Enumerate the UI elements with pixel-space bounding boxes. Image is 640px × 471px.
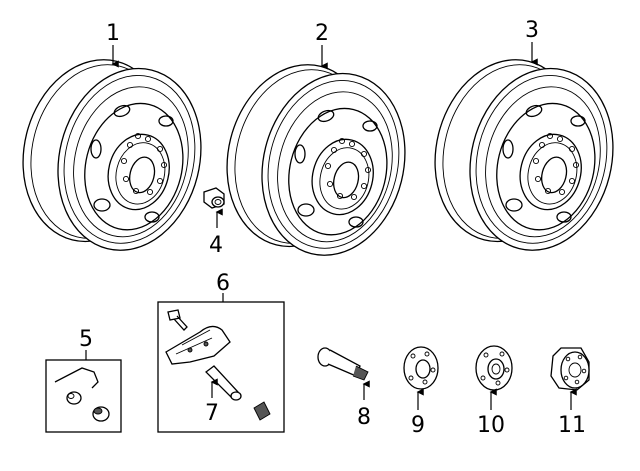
hub-pilot-9 [404,347,438,389]
callout-11: 11 [558,413,586,438]
callout-3: 3 [525,18,539,43]
wheel-1 [4,44,219,265]
callout-1: 1 [106,21,120,46]
kit-box-5 [46,360,121,432]
hub-cover-10 [476,346,512,390]
valve-cap-kit [55,368,109,421]
callout-5: 5 [79,327,93,352]
callout-7: 7 [205,401,219,426]
valve-stem [318,348,368,380]
wheel-3 [416,44,631,265]
lug-nut [204,188,224,208]
callout-10: 10 [477,413,505,438]
callout-8: 8 [357,405,371,430]
callout-6: 6 [216,271,230,296]
callout-9: 9 [411,413,425,438]
hub-cap-11 [551,348,589,390]
callout-4: 4 [209,233,223,258]
callout-2: 2 [315,21,329,46]
wheel-2 [208,49,423,270]
